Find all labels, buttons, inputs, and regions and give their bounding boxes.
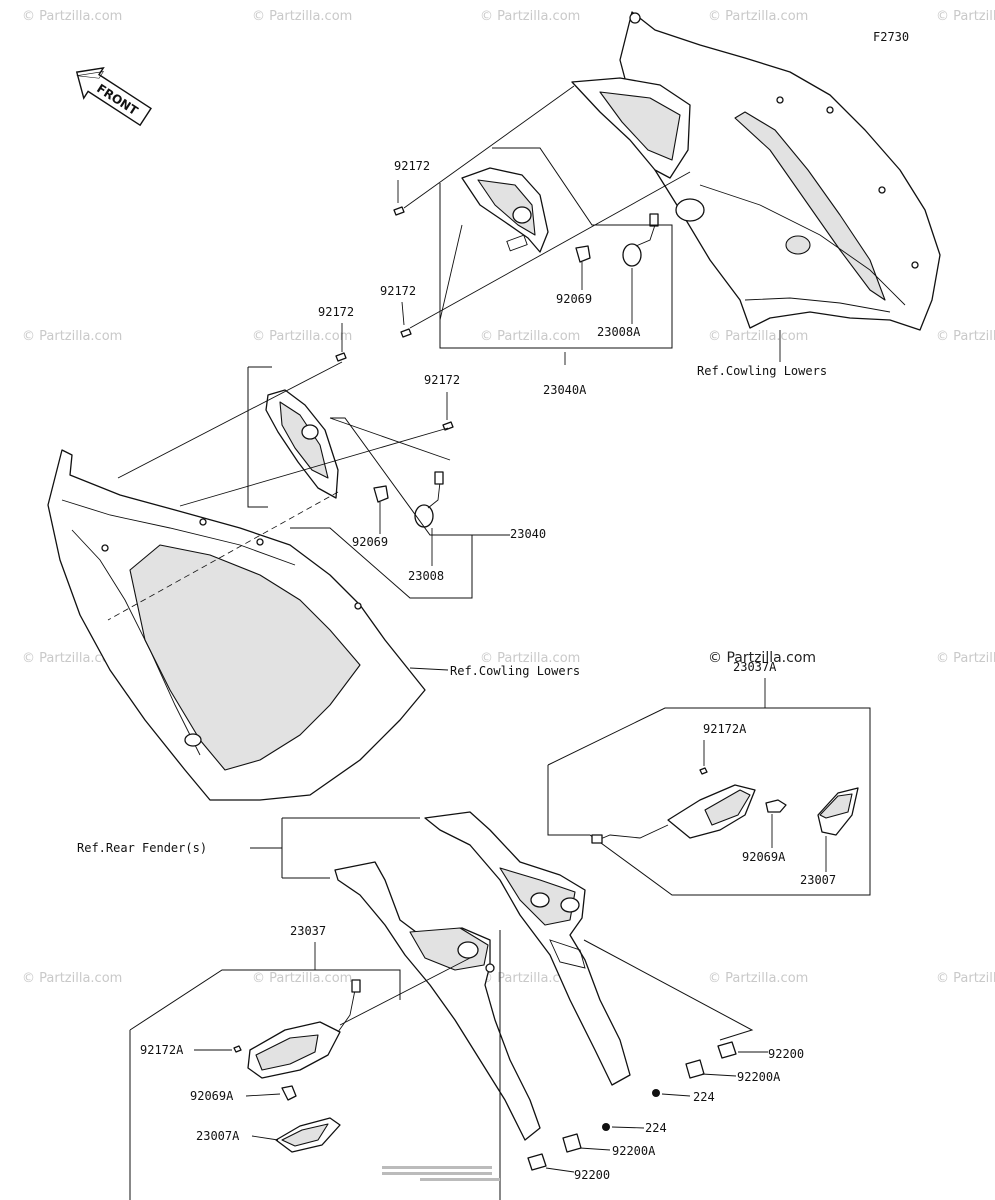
- fine-print: [382, 1166, 500, 1181]
- bulb-socket-icon: [575, 245, 591, 263]
- rear-bracket-right: [424, 811, 631, 1086]
- watermark-text: © Partzilla.com: [252, 329, 352, 344]
- ref-cowling-lowers-label: Ref.Cowling Lowers: [697, 364, 827, 378]
- watermark-text: © Partzilla.com: [936, 971, 995, 986]
- part-label-23008: 23008: [408, 569, 444, 583]
- part-label-92069A: 92069A: [190, 1089, 234, 1103]
- watermark-text: © Partzilla.com: [252, 971, 352, 986]
- part-label-92172: 92172: [380, 284, 416, 298]
- rear-bracket-left: [334, 861, 541, 1141]
- bulb-socket-icon: [373, 485, 389, 503]
- left-cowling: [47, 449, 426, 801]
- bulb-icon: [281, 1085, 297, 1101]
- part-label-92172A: 92172A: [140, 1043, 184, 1057]
- clip-nut-icon: [685, 1059, 705, 1079]
- watermark-text: © Partzilla.com: [22, 9, 122, 24]
- watermark-text: © Partzilla.com: [22, 329, 122, 344]
- part-label-92069A: 92069A: [742, 850, 786, 864]
- part-label-92069: 92069: [352, 535, 388, 549]
- socket-harness-icon: [622, 213, 659, 267]
- watermark-text: © Partzilla.com: [22, 971, 122, 986]
- watermark-text: © Partzilla.com: [480, 971, 580, 986]
- part-label-92172: 92172: [318, 305, 354, 319]
- watermark-text: © Partzilla.com: [936, 9, 995, 24]
- watermark-center-text: © Partzilla.com: [708, 650, 816, 666]
- part-label-23008A: 23008A: [597, 325, 641, 339]
- upper-right-cowling: [571, 11, 941, 331]
- part-label-92200: 92200: [574, 1168, 610, 1182]
- screw-icon: [442, 421, 454, 431]
- turn-signal-left: [247, 979, 361, 1079]
- screw-icon: [393, 206, 405, 216]
- part-label-23040: 23040: [510, 527, 546, 541]
- part-label-224: 224: [693, 1090, 715, 1104]
- turn-signal-right: [591, 784, 756, 844]
- bulb-icon: [765, 799, 787, 813]
- part-label-92172: 92172: [394, 159, 430, 173]
- watermark-text: © Partzilla.com: [480, 329, 580, 344]
- watermark-text: © Partzilla.com: [936, 329, 995, 344]
- diagram-id: F2730: [873, 30, 909, 44]
- part-label-92200A: 92200A: [612, 1144, 656, 1158]
- socket-harness-icon: [414, 471, 444, 528]
- screw-icon: [400, 328, 412, 338]
- part-label-23037: 23037: [290, 924, 326, 938]
- screw-icon: [335, 352, 347, 362]
- screw-icon: [699, 767, 708, 775]
- screw-icon: [233, 1045, 242, 1053]
- part-label-92069: 92069: [556, 292, 592, 306]
- part-label-224: 224: [645, 1121, 667, 1135]
- watermark-text: © Partzilla.com: [480, 651, 580, 666]
- part-label-92172: 92172: [424, 373, 460, 387]
- clip-nut-icon: [562, 1133, 582, 1153]
- watermark-text: © Partzilla.com: [708, 971, 808, 986]
- middle-light-bracket-assembly: [265, 389, 339, 499]
- part-label-23007: 23007: [800, 873, 836, 887]
- grommet-icon: [527, 1153, 547, 1171]
- part-label-23037A: 23037A: [733, 660, 777, 674]
- watermark-text: © Partzilla.com: [480, 9, 580, 24]
- part-label-23007A: 23007A: [196, 1129, 240, 1143]
- upper-light-bracket-assembly: [461, 167, 549, 253]
- watermark-text: © Partzilla.com: [708, 9, 808, 24]
- front-arrow-icon: FRONT: [75, 66, 152, 127]
- watermark-text: © Partzilla.com: [22, 651, 122, 666]
- watermark-text: © Partzilla.com: [252, 9, 352, 24]
- ref-cowling-lowers-label: Ref.Cowling Lowers: [450, 664, 580, 678]
- nut-icon: [652, 1089, 660, 1097]
- part-label-92200A: 92200A: [737, 1070, 781, 1084]
- part-label-92200: 92200: [768, 1047, 804, 1061]
- nut-icon: [602, 1123, 610, 1131]
- watermark-grid: © Partzilla.com © Partzilla.com © Partzi…: [22, 9, 995, 986]
- lens-cover-icon: [817, 787, 859, 836]
- part-label-23040A: 23040A: [543, 383, 587, 397]
- watermark-text: © Partzilla.com: [708, 329, 808, 344]
- watermark-text: © Partzilla.com: [936, 651, 995, 666]
- lens-cover-icon: [275, 1117, 341, 1153]
- part-label-92172A: 92172A: [703, 722, 747, 736]
- ref-rear-fender-label: Ref.Rear Fender(s): [77, 841, 207, 855]
- grommet-icon: [717, 1041, 737, 1059]
